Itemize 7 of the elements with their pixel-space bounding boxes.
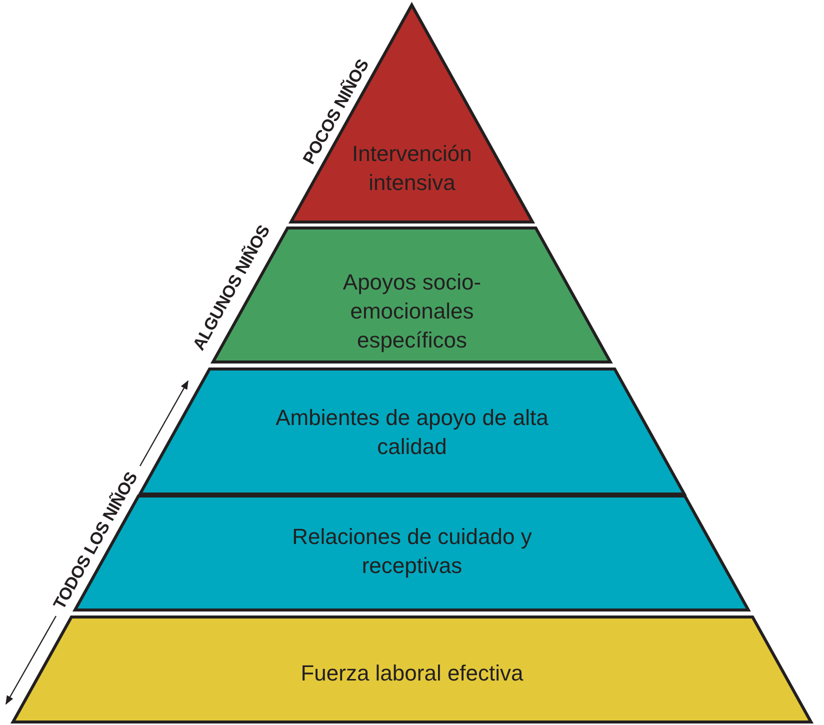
pyramid-tier	[289, 3, 535, 224]
tier-label: Fuerza laboral efectiva	[300, 660, 524, 688]
tier-label: Ambientes de apoyo de alta calidad	[274, 404, 550, 461]
pyramid-tier	[10, 615, 813, 724]
tier-label: Apoyos socio-emocionales específicos	[342, 268, 482, 354]
tier-label: Relaciones de cuidado y receptivas	[291, 523, 533, 580]
pyramid-tier	[138, 367, 686, 496]
